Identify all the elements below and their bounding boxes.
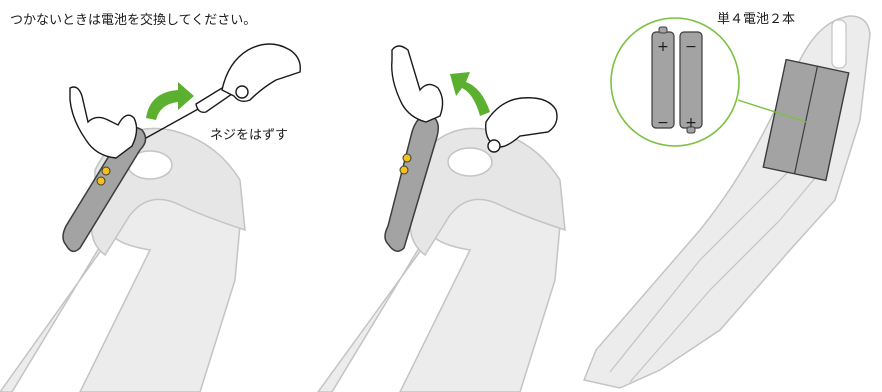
lamp-post: [832, 20, 846, 68]
lift-arrow-icon: [450, 72, 490, 116]
battery-cell: + −: [652, 27, 674, 131]
right-hand: [222, 44, 300, 101]
battery-callout-circle: [611, 18, 739, 146]
battery-minus-label: −: [685, 39, 697, 55]
panel-lift-handle: [318, 46, 565, 392]
battery-minus-label: −: [657, 115, 669, 131]
battery-plus-label: +: [685, 115, 697, 131]
lamp-ring: [448, 148, 492, 176]
left-hand: [392, 46, 443, 122]
left-hand: [70, 87, 137, 158]
panel-battery-compartment: + − − +: [584, 16, 870, 388]
indicator-button: [102, 167, 110, 175]
right-hand: [486, 98, 557, 147]
indicator-button: [400, 166, 408, 174]
thumb-tip: [236, 86, 248, 98]
battery-plus-label: +: [657, 39, 669, 55]
indicator-button: [97, 177, 105, 185]
indicator-button: [403, 154, 411, 162]
thumb-tip: [488, 140, 500, 152]
rotate-arrow-icon: [146, 82, 194, 120]
battery-cell: − +: [680, 32, 702, 133]
panel-unscrew: [0, 44, 300, 392]
